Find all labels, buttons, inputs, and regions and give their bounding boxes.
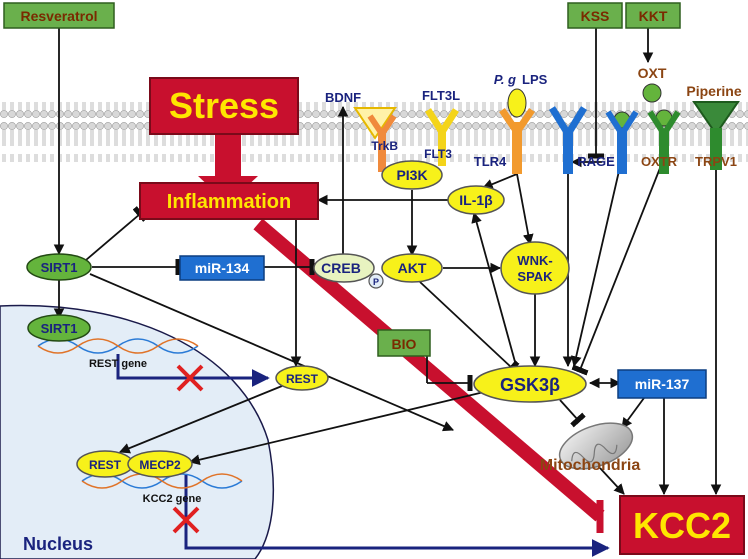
flt3-label: FLT3 <box>424 147 452 161</box>
bio-box <box>377 329 431 357</box>
flt3-receptor <box>425 108 459 166</box>
pi3k-label: PI3K <box>396 167 427 183</box>
sirt1-cyto-oval <box>26 253 92 281</box>
oxtr-receptor <box>642 83 681 174</box>
sirt1-inh-inflammation <box>85 206 148 261</box>
mir134-box <box>179 255 265 281</box>
kcc2-gene-to-kcc2 <box>184 474 610 557</box>
trpv1-receptor <box>692 101 740 170</box>
kkt-box <box>625 2 681 29</box>
receptor-blue <box>605 110 639 174</box>
il1b-label: IL-1β <box>459 192 493 208</box>
stress-label: Stress <box>169 85 279 126</box>
phospho-circle <box>368 273 384 289</box>
tlr4-label: TLR4 <box>474 154 507 169</box>
inflammation-box <box>139 182 319 220</box>
connectors <box>53 28 722 496</box>
bdnf-label: BDNF <box>325 90 361 105</box>
oxtr-label: OXTR <box>641 154 678 169</box>
rest-cyto-label: REST <box>286 372 319 386</box>
mitochondria <box>558 422 634 470</box>
gsk3b-inh-mito <box>559 399 586 428</box>
rest-gene-label: REST gene <box>89 358 147 370</box>
resveratrol-label: Resveratrol <box>20 8 97 24</box>
red-x-marks <box>172 364 204 534</box>
wnk-spak-oval <box>500 241 570 295</box>
green-boxes <box>3 2 681 357</box>
rest-cyto-oval <box>275 365 329 391</box>
stress-arrow-shaft <box>215 130 241 178</box>
trpv1-label: TRPV1 <box>695 154 737 169</box>
mir134-label: miR-134 <box>195 260 250 276</box>
rest-gene-to-rest <box>116 354 270 387</box>
creb-oval <box>313 253 375 283</box>
text-layer: Resveratrol KSS KKT BIO Stress Inflammat… <box>20 8 741 554</box>
tlr4-to-il1b <box>482 173 518 190</box>
mir137-label: miR-137 <box>635 376 690 392</box>
nucleus-label: Nucleus <box>23 534 93 554</box>
tlr4-to-wnk <box>516 173 534 246</box>
pg-label: P. g <box>494 72 516 87</box>
sirt1-nuc-label: SIRT1 <box>41 321 78 336</box>
oxtr-inh-gsk3b <box>571 157 665 376</box>
phospho-label: P <box>373 277 379 287</box>
rage-receptor <box>549 106 587 174</box>
lps-label: LPS <box>522 72 548 87</box>
flt3l-label: FLT3L <box>422 88 460 103</box>
mecp2-label: MECP2 <box>139 458 181 472</box>
gsk3b-label: GSK3β <box>500 375 560 395</box>
creb-label: CREB <box>321 260 361 276</box>
tlr4-receptor <box>499 88 535 174</box>
mecp2-oval <box>127 450 193 478</box>
spak-label: SPAK <box>517 269 553 284</box>
kcc2-label: KCC2 <box>633 505 731 546</box>
wnk-label: WNK- <box>517 253 552 268</box>
rest-to-rest-mecp2 <box>118 385 283 454</box>
pi3k-oval <box>381 160 443 190</box>
kss-box <box>567 2 623 29</box>
sirt1-nuc-oval <box>27 314 91 342</box>
il1b-gsk3b <box>471 211 523 382</box>
mir137-box <box>617 369 707 399</box>
piperine-label: Piperine <box>686 83 741 99</box>
kcc2-box <box>619 495 745 555</box>
oxt-ligand <box>642 83 662 103</box>
kcc2-gene-label: KCC2 gene <box>143 493 202 505</box>
trkb-receptor <box>353 107 397 172</box>
inflammation-label: Inflammation <box>167 191 291 213</box>
rest-nuc-label: REST <box>89 458 122 472</box>
kss-label: KSS <box>581 8 610 24</box>
sirt1-to-mitochondria <box>89 273 454 432</box>
akt-label: AKT <box>398 260 427 276</box>
bio-label: BIO <box>392 336 417 352</box>
stress-box <box>149 77 299 135</box>
mitochondria-label: Mitochondria <box>540 457 641 474</box>
trkb-label: TrkB <box>371 139 398 153</box>
il1b-oval <box>447 185 505 215</box>
kkt-label: KKT <box>639 8 668 24</box>
akt-inh-gsk3b <box>419 281 520 376</box>
resveratrol-box <box>3 2 115 29</box>
mir137-to-mito <box>621 397 645 429</box>
oxt-label: OXT <box>638 65 667 81</box>
receptor-to-gsk3b <box>570 157 623 368</box>
gsk3b-oval <box>473 365 587 403</box>
akt-oval <box>381 253 443 283</box>
nucleus <box>0 304 275 559</box>
nuclear-arrows <box>116 354 610 557</box>
rage-label: RAGE <box>577 154 615 169</box>
gsk3b-to-mecp2 <box>188 391 485 466</box>
sirt1-cyto-label: SIRT1 <box>41 260 78 275</box>
mito-to-kcc2 <box>599 467 625 495</box>
